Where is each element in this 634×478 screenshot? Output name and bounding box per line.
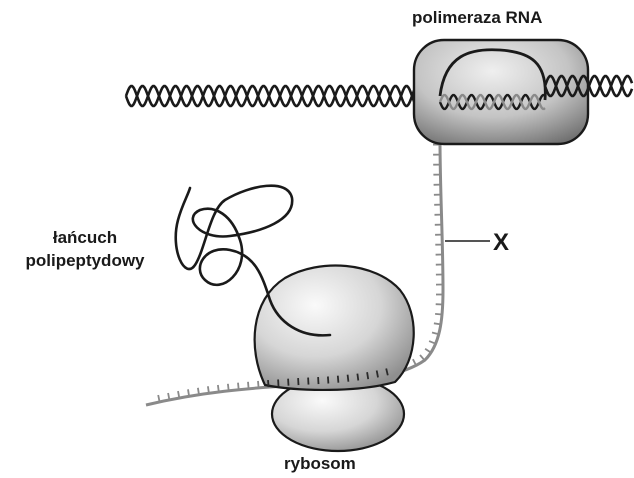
mrna-tick: [188, 389, 189, 396]
mrna-tick: [420, 355, 425, 360]
mrna-tick: [268, 380, 269, 387]
mrna-tick: [198, 388, 199, 395]
mrna-tick: [413, 359, 416, 365]
mrna-tick: [258, 381, 259, 388]
polypeptide-label-line1: łańcuch: [10, 226, 160, 249]
mrna-tick: [429, 341, 436, 344]
mrna-tick: [348, 375, 349, 382]
mrna-tick: [248, 382, 249, 389]
ribosome-large-subunit: [255, 266, 414, 390]
mrna-tick: [238, 383, 239, 390]
mrna-tick: [328, 377, 329, 384]
mrna-tick: [435, 314, 442, 315]
x-marker-label: X: [493, 229, 509, 257]
ribosome-label: rybosom: [284, 454, 356, 474]
mrna-tick: [208, 386, 209, 393]
polymerase-label: polimeraza RNA: [412, 8, 542, 28]
mrna-tick: [338, 376, 339, 383]
polypeptide-chain-label: łańcuch polipeptydowy: [10, 226, 160, 272]
mrna-tick: [425, 349, 431, 353]
mrna-tick: [228, 384, 229, 391]
mrna-tick: [357, 374, 358, 381]
mrna-tick: [168, 393, 169, 400]
mrna-tick: [218, 385, 219, 392]
dna-double-helix: [126, 86, 430, 106]
mrna-tick: [434, 323, 441, 324]
mrna-tick: [367, 372, 368, 379]
mrna-tick: [178, 391, 179, 398]
mrna-tick: [377, 371, 378, 378]
polypeptide-label-line2: polipeptydowy: [10, 249, 160, 272]
